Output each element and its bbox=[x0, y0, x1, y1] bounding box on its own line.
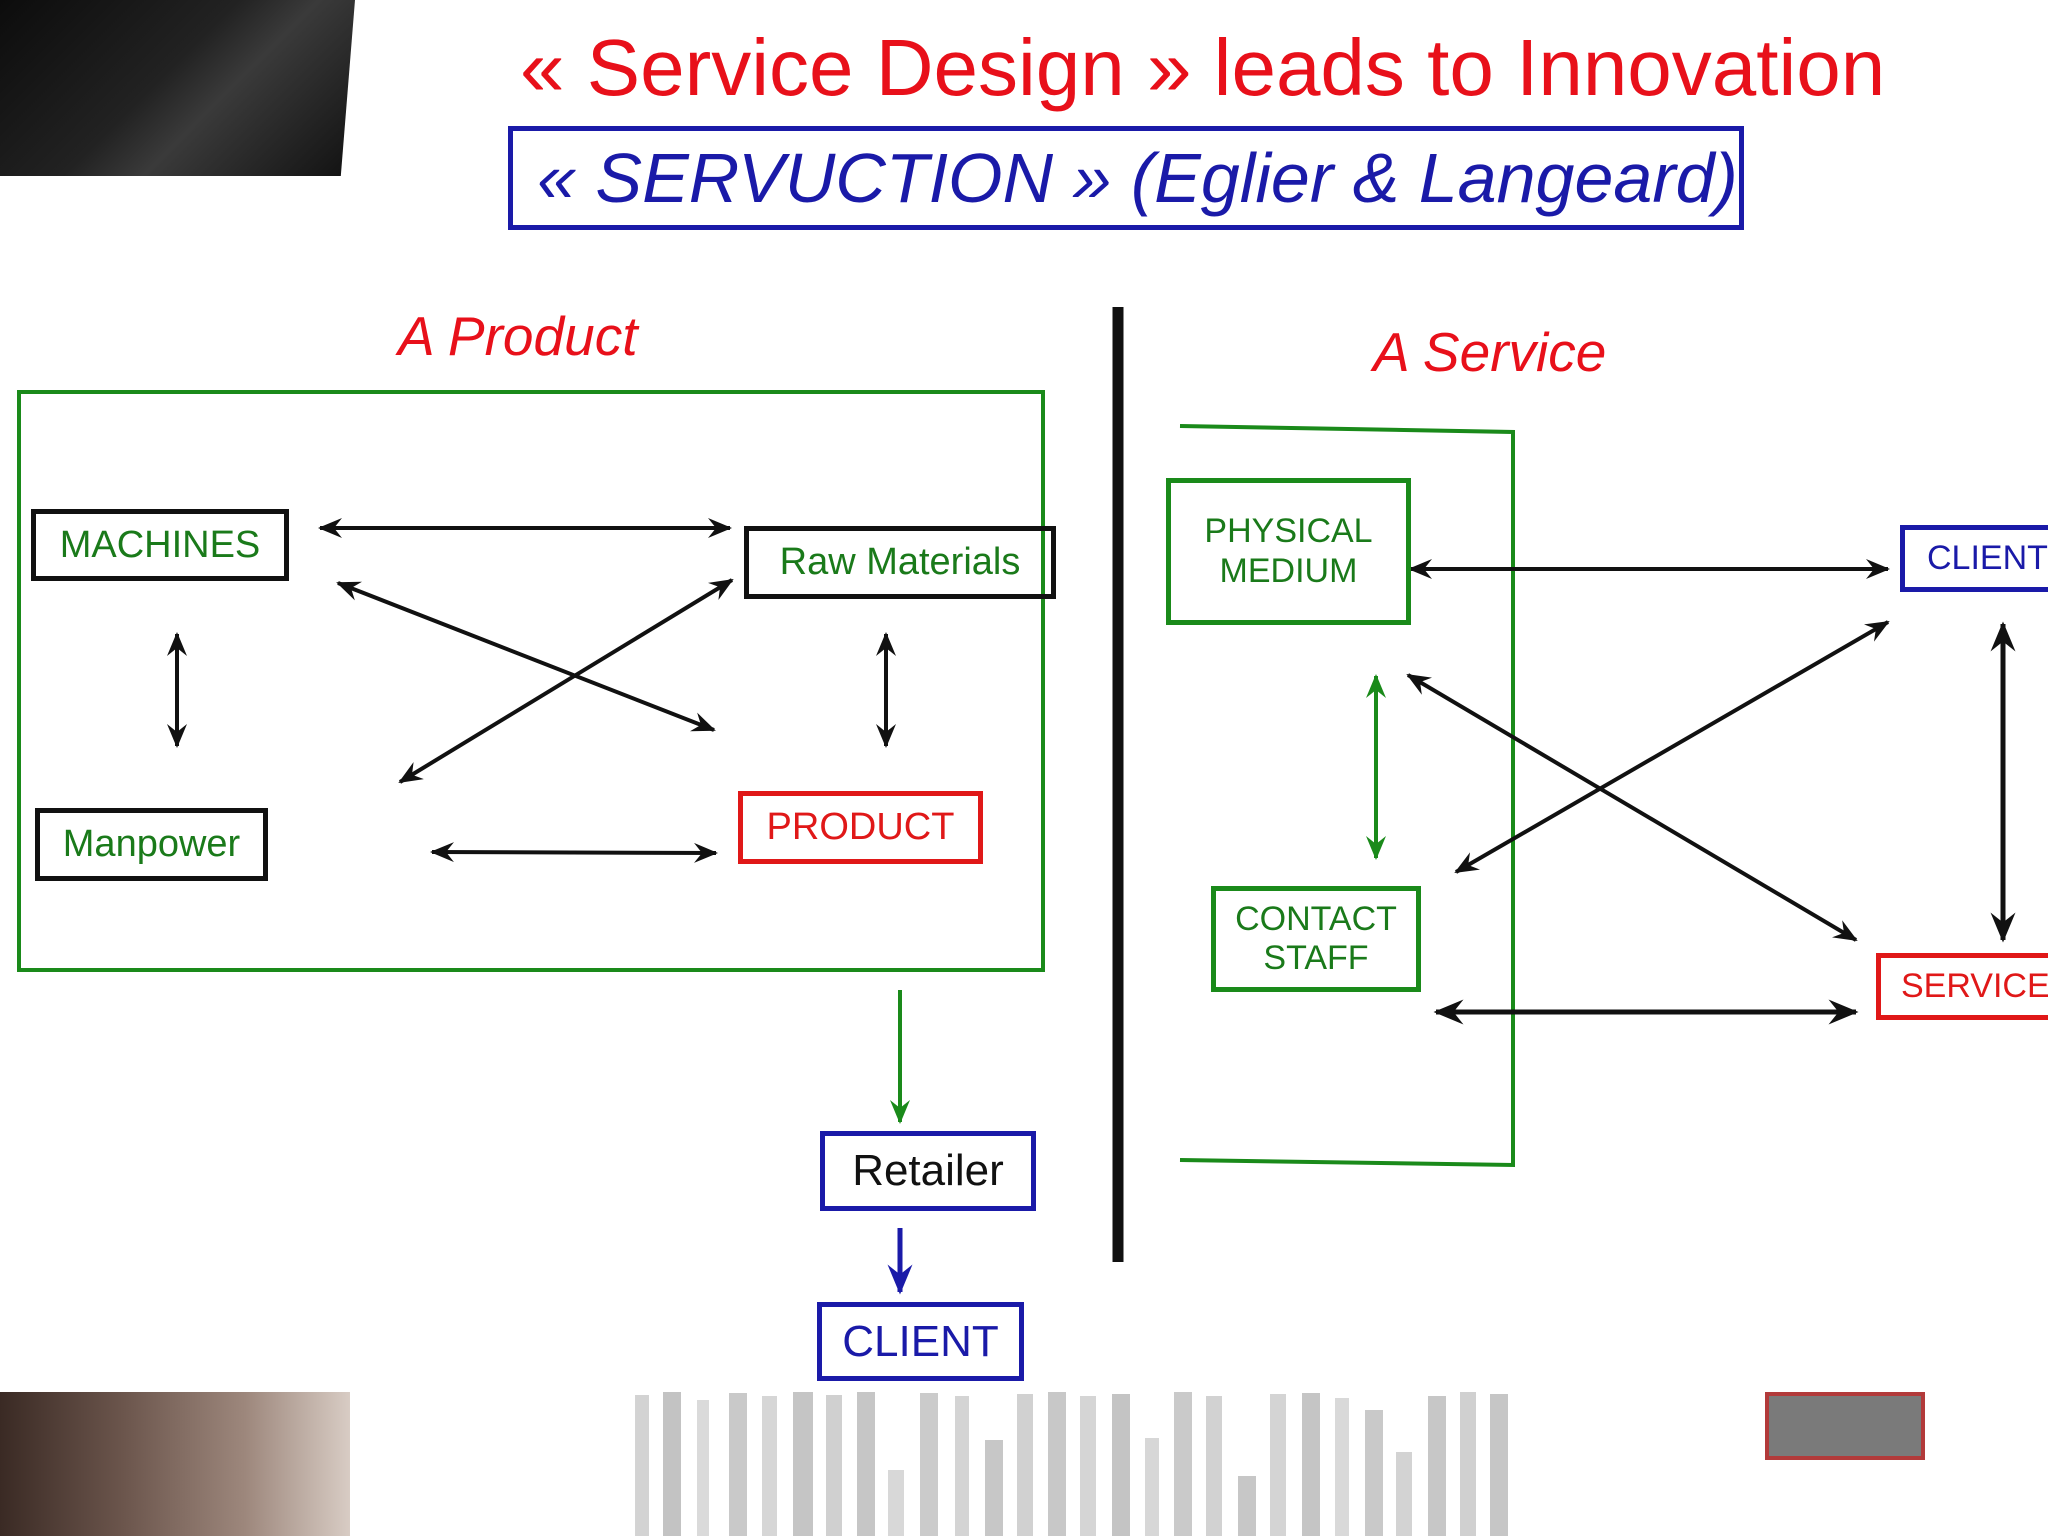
product-frame bbox=[17, 390, 1045, 972]
contact-staff-line1: CONTACT bbox=[1235, 899, 1397, 938]
manpower-box: Manpower bbox=[35, 808, 268, 881]
bar-pattern bbox=[635, 1392, 1508, 1536]
service-client-box: CLIENT bbox=[1900, 525, 2048, 592]
subtitle-box: « SERVUCTION » (Eglier & Langeard) bbox=[508, 126, 1744, 230]
service-box: SERVICE bbox=[1876, 953, 2048, 1020]
physical-medium-line2: MEDIUM bbox=[1219, 551, 1358, 590]
product-box: PRODUCT bbox=[738, 791, 983, 864]
arrow-physical-service bbox=[1406, 673, 1858, 942]
machines-box: MACHINES bbox=[31, 509, 289, 581]
arrow-manpower-product bbox=[430, 842, 718, 863]
contact-staff-box: CONTACT STAFF bbox=[1211, 886, 1421, 992]
physical-medium-box: PHYSICAL MEDIUM bbox=[1166, 478, 1411, 625]
page-title: « Service Design » leads to Innovation bbox=[520, 23, 1886, 112]
photo-top-left bbox=[0, 0, 355, 176]
service-section-label: A Service bbox=[1373, 321, 1607, 383]
arrow-raw-manpower bbox=[398, 578, 734, 784]
retailer-box: Retailer bbox=[820, 1131, 1036, 1211]
logo-bottom-right bbox=[1765, 1392, 1925, 1460]
raw-materials-box: Raw Materials bbox=[744, 526, 1056, 599]
product-client-box: CLIENT bbox=[817, 1302, 1024, 1381]
product-section-label: A Product bbox=[398, 305, 638, 367]
arrow-client-staff bbox=[1454, 620, 1890, 874]
arrow-machines-product bbox=[336, 581, 716, 732]
physical-medium-line1: PHYSICAL bbox=[1204, 512, 1373, 551]
contact-staff-line2: STAFF bbox=[1263, 939, 1369, 977]
photo-bottom-left bbox=[0, 1392, 350, 1536]
